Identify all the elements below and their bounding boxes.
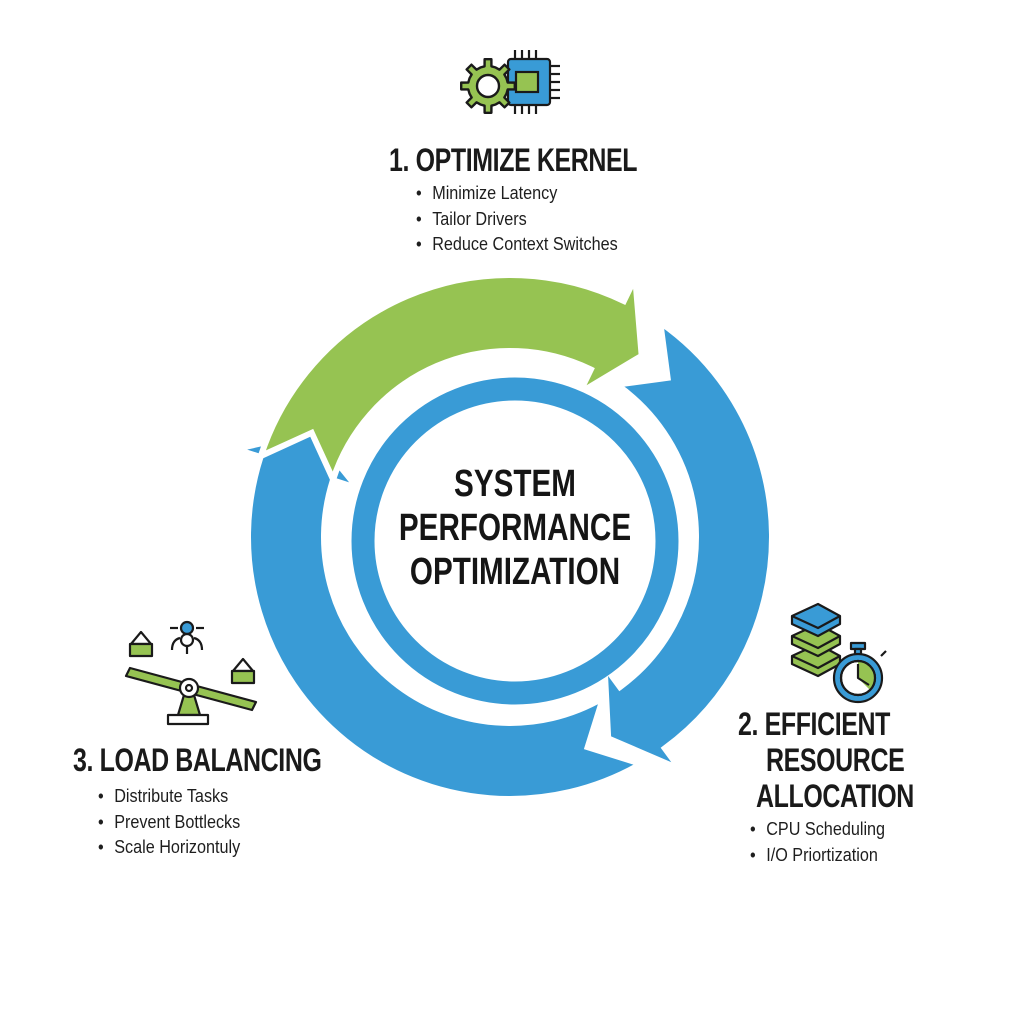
list-item: Tailor Drivers <box>416 207 618 233</box>
list-item: Prevent Bottlecks <box>98 810 240 836</box>
inner-ring <box>351 377 679 705</box>
gear-chip-icon <box>460 50 560 114</box>
cycle-arrow-step-2 <box>601 316 775 777</box>
list-item: Distribute Tasks <box>98 784 240 810</box>
step-2-title-line: 2. EFFICIENT <box>738 706 891 742</box>
list-item: Reduce Context Switches <box>416 232 618 258</box>
step-3-title: 3. LOAD BALANCING <box>73 742 322 778</box>
center-title-line: OPTIMIZATION <box>409 551 621 593</box>
step-1-bullets: Minimize Latency Tailor Drivers Reduce C… <box>416 181 618 258</box>
step-2-bullets: CPU Scheduling I/O Priortization <box>750 817 885 868</box>
balance-scale-icon <box>124 620 258 726</box>
step-2-title-line: ALLOCATION <box>756 778 914 814</box>
center-title: SYSTEM PERFORMANCE OPTIMIZATION <box>398 462 632 594</box>
step-3-bullets: Distribute Tasks Prevent Bottlecks Scale… <box>98 784 240 861</box>
center-title-line: PERFORMANCE <box>398 507 632 549</box>
list-item: CPU Scheduling <box>750 817 885 843</box>
list-item: I/O Priortization <box>750 843 885 869</box>
center-title-line: SYSTEM <box>454 463 576 505</box>
cycle-arrow-step-1 <box>255 266 645 488</box>
list-item: Minimize Latency <box>416 181 618 207</box>
cycle-arrows <box>224 266 775 802</box>
stack-stopwatch-icon <box>790 602 887 704</box>
step-2-title-line: RESOURCE <box>766 742 905 778</box>
list-item: Scale Horizontuly <box>98 835 240 861</box>
step-1-title: 1. OPTIMIZE KERNEL <box>389 142 638 178</box>
